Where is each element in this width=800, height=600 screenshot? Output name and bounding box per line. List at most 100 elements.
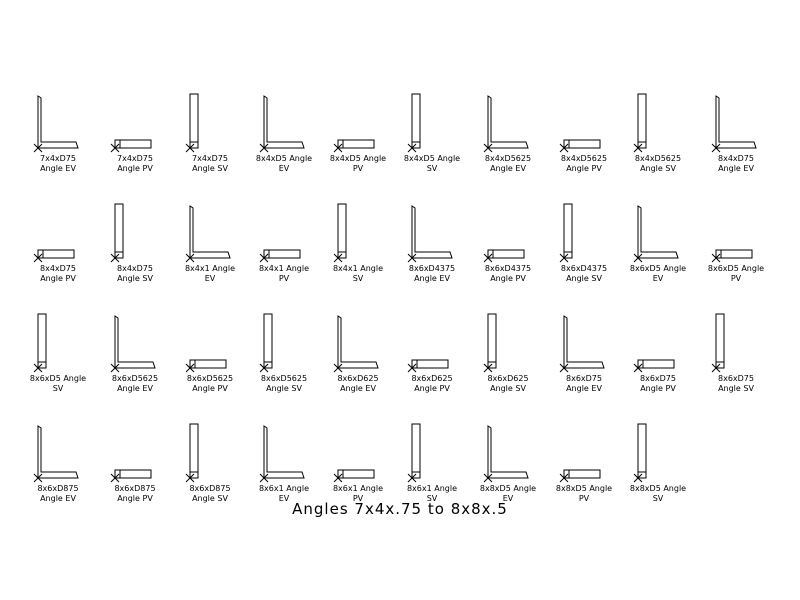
block-label-line1: 8x6xD875 [189, 484, 231, 493]
angle-block [559, 139, 601, 153]
block-label-line1: 8x4xD5 Angle [403, 154, 461, 163]
block-label-line2: EV [278, 164, 290, 173]
block-label-line1: 8x6xD625 [411, 374, 453, 383]
angle-plan-view [715, 249, 753, 259]
block-label-line2: Angle EV [718, 164, 754, 173]
block-label-line2: Angle SV [192, 164, 228, 173]
block-label-line1: 8x4xD5 Angle [255, 154, 313, 163]
insertion-point-marker [33, 253, 43, 263]
angle-side-view [337, 203, 347, 259]
insertion-point-marker [333, 473, 343, 483]
block-label-line1: 8x6x1 Angle [332, 484, 384, 493]
angle-block [110, 203, 124, 263]
block-label-line1: 8x6xD75 [566, 374, 602, 383]
angle-block [33, 313, 47, 373]
angle-block [407, 359, 449, 373]
angle-block [333, 315, 379, 373]
block-label-line2: EV [502, 494, 514, 503]
block-label-line2: Angle PV [117, 494, 153, 503]
insertion-point-marker [711, 253, 721, 263]
insertion-point-marker [259, 473, 269, 483]
angle-block [633, 423, 647, 483]
angle-elevation-view [637, 205, 679, 259]
insertion-point-marker [407, 143, 417, 153]
block-label-line1: 8x6xD875 [37, 484, 79, 493]
block-label-line2: Angle PV [414, 384, 450, 393]
angle-block [33, 95, 79, 153]
angle-block [185, 423, 199, 483]
angle-block [185, 205, 231, 263]
insertion-point-marker [711, 143, 721, 153]
angle-side-view [487, 313, 497, 369]
angle-side-view [637, 93, 647, 149]
block-label-line1: 8x6xD5 Angle [707, 264, 765, 273]
block-label-line2: Angle EV [340, 384, 376, 393]
angle-side-view [637, 423, 647, 479]
angle-plan-view [337, 139, 375, 149]
angle-block [483, 95, 529, 153]
angle-side-view [715, 313, 725, 369]
angle-block [110, 315, 156, 373]
insertion-point-marker [333, 253, 343, 263]
angle-elevation-view [487, 425, 529, 479]
block-label-line1: 8x6x1 Angle [258, 484, 310, 493]
angle-side-view [263, 313, 273, 369]
insertion-point-marker [483, 143, 493, 153]
insertion-point-marker [407, 473, 417, 483]
angle-elevation-view [37, 95, 79, 149]
block-label-line1: 8x6xD75 [718, 374, 754, 383]
block-label-line1: 8x6xD4375 [408, 264, 456, 273]
block-label-line1: 8x6xD4375 [560, 264, 608, 273]
block-label-line1: 8x4xD5 Angle [329, 154, 387, 163]
block-label-line2: Angle PV [566, 164, 602, 173]
angle-elevation-view [487, 95, 529, 149]
block-label-line1: 7x4xD75 [40, 154, 76, 163]
insertion-point-marker [333, 363, 343, 373]
block-label-line1: 8x4x1 Angle [332, 264, 384, 273]
block-label-line2: Angle PV [40, 274, 76, 283]
block-label-line1: 8x6x1 Angle [406, 484, 458, 493]
block-label-line2: Angle PV [640, 384, 676, 393]
block-label-line1: 8x6xD5 Angle [629, 264, 687, 273]
angle-plan-view [487, 249, 525, 259]
insertion-point-marker [483, 363, 493, 373]
insertion-point-marker [333, 143, 343, 153]
angle-elevation-view [263, 425, 305, 479]
angle-block [259, 249, 301, 263]
block-label-line1: 8x4xD5625 [484, 154, 532, 163]
angle-elevation-view [337, 315, 379, 369]
block-label-line2: SV [426, 164, 438, 173]
angle-side-view [411, 93, 421, 149]
block-label-line2: SV [352, 274, 364, 283]
insertion-point-marker [33, 473, 43, 483]
angle-plan-view [563, 139, 601, 149]
angle-elevation-view [114, 315, 156, 369]
block-label-line2: Angle EV [40, 494, 76, 503]
block-label-line1: 8x4xD75 [718, 154, 754, 163]
angle-block [559, 203, 573, 263]
insertion-point-marker [633, 473, 643, 483]
angle-side-view [37, 313, 47, 369]
angle-block [333, 139, 375, 153]
page-title: Angles 7x4x.75 to 8x8x.5 [292, 500, 508, 518]
angle-block [110, 139, 152, 153]
block-label-line2: Angle SV [490, 384, 526, 393]
insertion-point-marker [110, 473, 120, 483]
insertion-point-marker [185, 143, 195, 153]
angle-elevation-view [715, 95, 757, 149]
